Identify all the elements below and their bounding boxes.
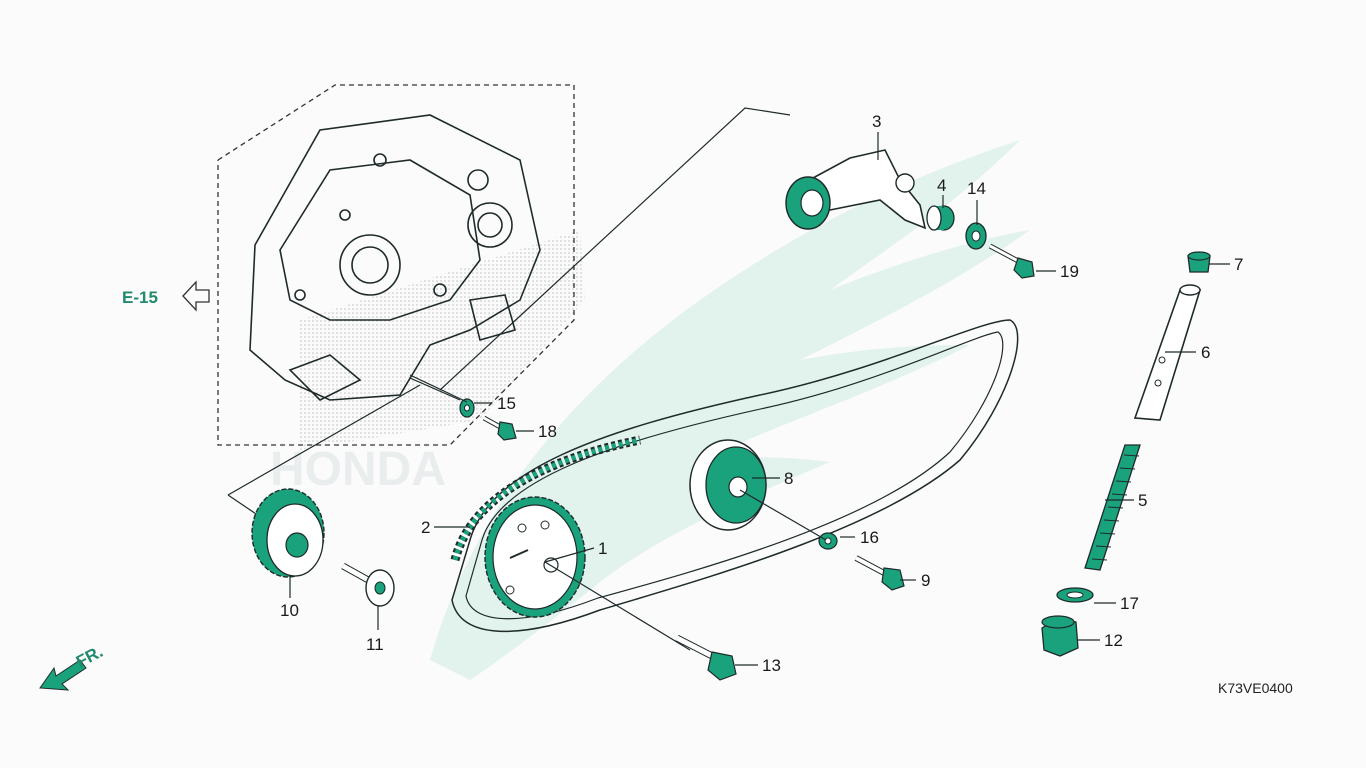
callout-14[interactable]: 14 xyxy=(967,179,986,198)
callout-9[interactable]: 9 xyxy=(921,571,930,590)
callout-17[interactable]: 17 xyxy=(1120,594,1139,613)
part-washer-15[interactable] xyxy=(459,398,475,418)
part-collar[interactable] xyxy=(926,205,955,231)
watermark-text: HONDA xyxy=(270,443,446,496)
part-tensioner-arm[interactable] xyxy=(785,149,927,230)
callout-2[interactable]: 2 xyxy=(421,518,430,537)
callout-19[interactable]: 19 xyxy=(1060,262,1079,281)
callout-labels: 1 2 3 4 5 6 7 8 9 10 11 12 13 14 15 16 1… xyxy=(280,112,1243,675)
part-cam-chain[interactable] xyxy=(450,319,1019,633)
part-cam-sprocket[interactable] xyxy=(484,496,586,618)
part-bolt-13[interactable] xyxy=(675,634,737,681)
part-bolt-9[interactable] xyxy=(854,555,905,591)
callout-8[interactable]: 8 xyxy=(784,469,793,488)
callout-4[interactable]: 4 xyxy=(937,176,946,195)
callout-6[interactable]: 6 xyxy=(1201,343,1210,362)
callout-13[interactable]: 13 xyxy=(762,656,781,675)
callout-1[interactable]: 1 xyxy=(598,539,607,558)
callout-16[interactable]: 16 xyxy=(860,528,879,547)
reference-e15[interactable]: E-15 xyxy=(122,280,210,312)
callout-12[interactable]: 12 xyxy=(1104,631,1123,650)
callout-3[interactable]: 3 xyxy=(872,112,881,131)
crankcase-outline xyxy=(249,114,541,401)
callout-15[interactable]: 15 xyxy=(497,394,516,413)
front-indicator: FR. xyxy=(39,642,106,691)
reference-arrow-icon xyxy=(182,280,210,312)
part-sealing-bolt[interactable] xyxy=(1041,615,1079,657)
assembly-leader-lines xyxy=(227,107,791,521)
crankcase-dashed-box xyxy=(217,84,575,446)
part-spring[interactable] xyxy=(1084,444,1141,571)
part-bolt-19[interactable] xyxy=(988,243,1035,279)
callout-11[interactable]: 11 xyxy=(366,635,384,654)
part-bolt-18[interactable] xyxy=(482,415,517,441)
part-washer-16[interactable] xyxy=(818,532,838,550)
part-washer-17[interactable] xyxy=(1056,587,1094,603)
callout-5[interactable]: 5 xyxy=(1138,491,1147,510)
part-drive-sprocket[interactable] xyxy=(251,488,325,578)
part-pin[interactable] xyxy=(341,562,395,607)
reference-label: E-15 xyxy=(122,288,158,307)
callout-7[interactable]: 7 xyxy=(1234,255,1243,274)
callout-18[interactable]: 18 xyxy=(538,422,557,441)
part-guide-roller[interactable] xyxy=(689,439,767,531)
part-push-rod[interactable] xyxy=(1133,284,1202,421)
callout-10[interactable]: 10 xyxy=(280,601,299,620)
part-cap[interactable] xyxy=(1187,251,1211,273)
part-washer-14[interactable] xyxy=(965,222,987,250)
front-arrow-icon xyxy=(39,659,87,691)
callout-leaders xyxy=(289,132,1230,666)
figure-code: K73VE0400 xyxy=(1218,680,1293,696)
